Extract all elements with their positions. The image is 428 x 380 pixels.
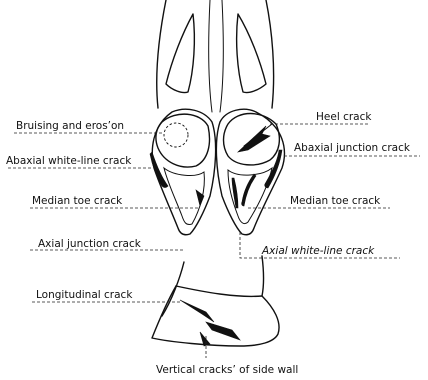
pastern-back	[262, 256, 264, 296]
hoof-sole-view	[150, 0, 284, 235]
longitudinal-crack-mark	[180, 300, 214, 322]
label-abaxial-junction-crack: Abaxial junction crack	[294, 142, 411, 154]
label-median-toe-crack-right: Median toe crack	[290, 195, 381, 207]
axial-white-line-crack-mark	[232, 178, 238, 208]
interdigital-line-2	[220, 0, 223, 112]
left-dewclaw	[166, 14, 194, 93]
side-wall-outline	[152, 286, 279, 346]
limb-outline-right	[266, 0, 274, 108]
label-median-toe-crack-left: Median toe crack	[32, 195, 123, 207]
interdigital-line	[209, 0, 212, 112]
label-bruising-erosion: Bruising and eros’on	[16, 120, 124, 132]
right-dewclaw	[237, 14, 266, 93]
label-abaxial-white-line-crack: Abaxial white-line crack	[6, 155, 132, 167]
left-heel-bulb	[156, 114, 210, 167]
left-claw-wall	[152, 109, 215, 235]
label-axial-white-line-crack: Axial white-line crack	[261, 245, 375, 257]
label-vertical-cracks-side-wall: Vertical cracks’ of side wall	[156, 364, 298, 376]
coronary-band	[176, 286, 262, 296]
label-axial-junction-crack: Axial junction crack	[38, 238, 142, 250]
bruising-erosion-marker	[164, 123, 188, 147]
right-median-toe-crack-mark	[242, 174, 256, 206]
limb-outline	[157, 0, 166, 108]
vertical-crack-mark-1	[206, 322, 240, 340]
label-heel-crack: Heel crack	[316, 111, 372, 123]
hoof-side-view	[152, 256, 279, 346]
label-longitudinal-crack: Longitudinal crack	[36, 289, 133, 301]
